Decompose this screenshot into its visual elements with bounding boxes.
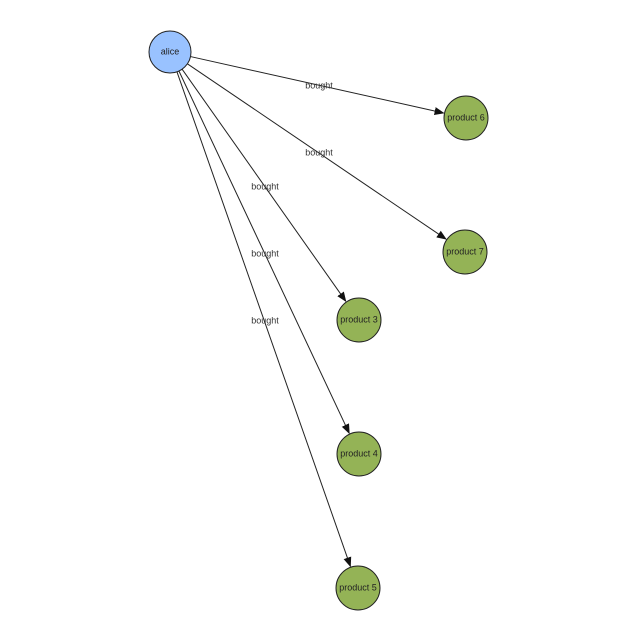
- node-circle[interactable]: [335, 565, 381, 611]
- node-p5[interactable]: product 5: [335, 565, 381, 611]
- edge-alice-p3: bought: [181, 68, 347, 303]
- edge-label: bought: [305, 80, 333, 90]
- edge-line: [190, 56, 445, 115]
- node-label: product 4: [340, 448, 378, 458]
- node-circle[interactable]: [442, 229, 488, 275]
- node-circle[interactable]: [336, 297, 382, 343]
- node-circle[interactable]: [336, 431, 382, 477]
- node-label: alice: [161, 46, 180, 56]
- node-label: product 7: [446, 246, 484, 256]
- edge-alice-p4: bought: [178, 70, 350, 435]
- edge-alice-p5: bought: [176, 71, 352, 568]
- node-label: product 5: [339, 582, 377, 592]
- node-p3[interactable]: product 3: [336, 297, 382, 343]
- nodes-layer: alice product 6 product 7 product 3 product …: [148, 30, 489, 611]
- edge-line: [176, 71, 352, 568]
- edge-alice-p7: bought: [187, 63, 447, 240]
- edge-label: bought: [251, 248, 279, 258]
- edge-line: [181, 68, 347, 303]
- node-p7[interactable]: product 7: [442, 229, 488, 275]
- edges-layer: bought bought bought bought bought: [176, 56, 447, 568]
- edge-label: bought: [251, 315, 279, 325]
- edge-label: bought: [305, 147, 333, 157]
- edge-line: [187, 63, 447, 240]
- node-label: product 3: [340, 314, 378, 324]
- node-circle[interactable]: [148, 30, 192, 74]
- edge-alice-p6: bought: [190, 56, 445, 115]
- node-label: product 6: [447, 112, 485, 122]
- edge-label: bought: [251, 181, 279, 191]
- node-circle[interactable]: [443, 95, 489, 141]
- edge-line: [178, 70, 350, 435]
- node-p6[interactable]: product 6: [443, 95, 489, 141]
- node-alice[interactable]: alice: [148, 30, 192, 74]
- node-p4[interactable]: product 4: [336, 431, 382, 477]
